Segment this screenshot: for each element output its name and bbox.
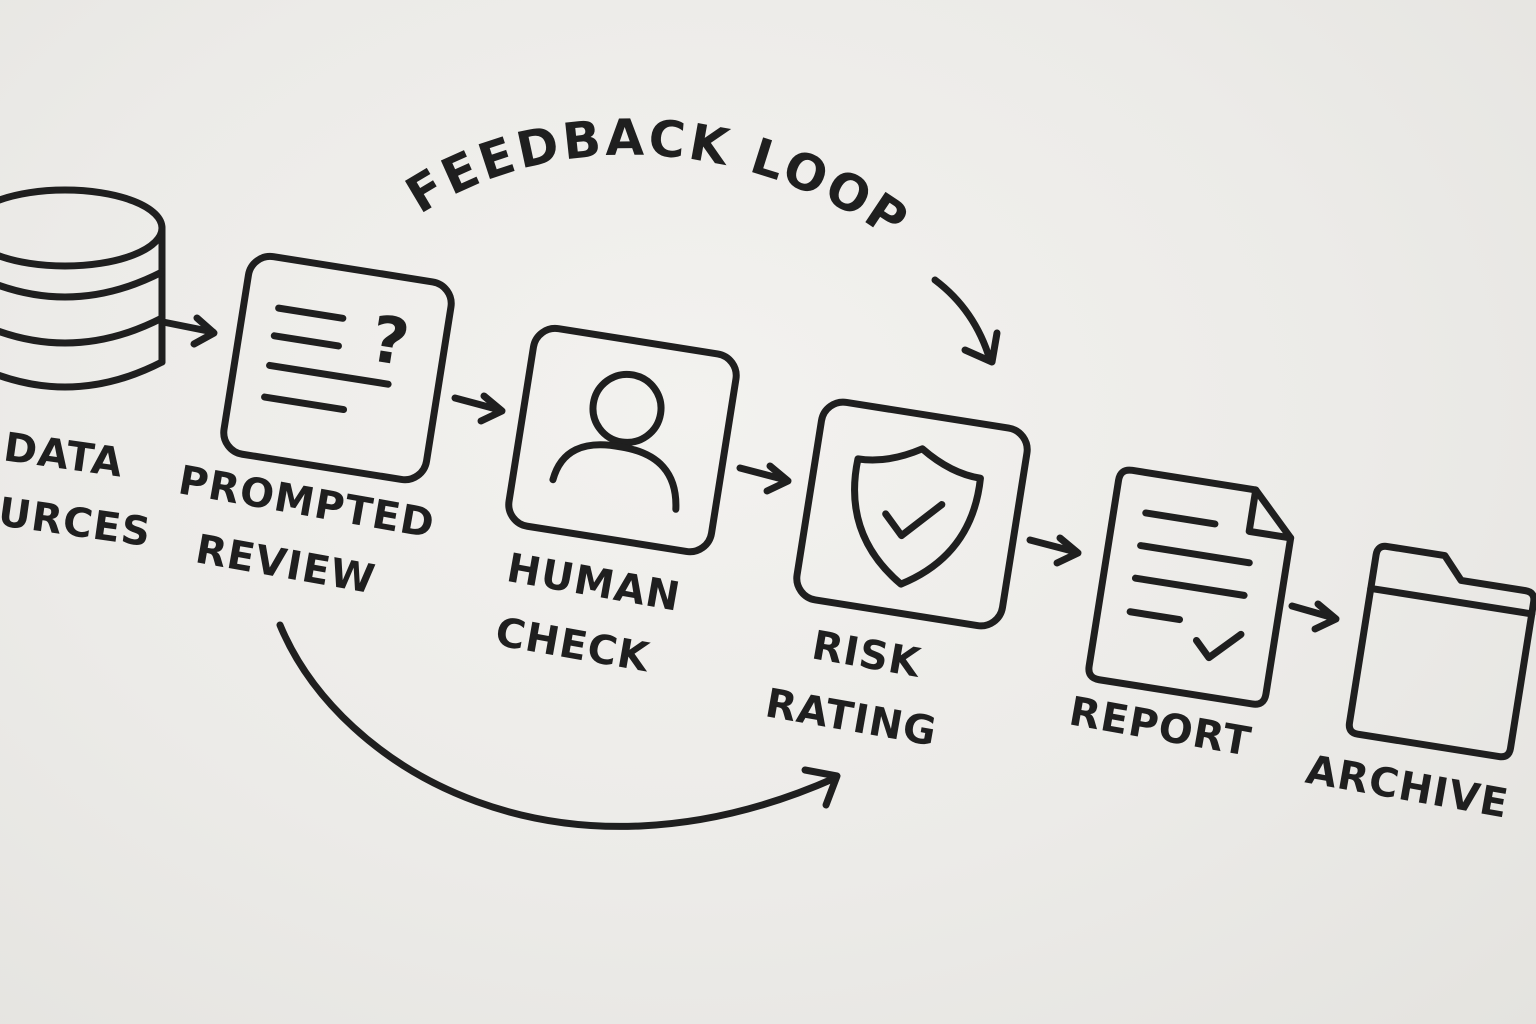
step-human-check-label-line1: HUMAN [503,545,684,621]
arrow-sources-to-review [159,314,218,348]
folder-icon [1345,542,1536,761]
database-icon [0,186,166,391]
step-risk-rating: RISK RATING [762,398,1031,756]
step-risk-rating-label-line2: RATING [762,680,940,755]
step-archive-label: ARCHIVE [1302,747,1512,828]
step-report: REPORT [1066,466,1295,766]
arrow-human-to-risk [736,462,792,495]
report-check-icon [1085,466,1295,708]
feedback-loop-title: FEEDBACK LOOP [396,109,920,252]
step-human-check-label-line2: CHECK [492,609,654,681]
step-prompted-review-label-line2: REVIEW [192,526,379,603]
step-data-sources: DATA SOURCES [0,186,166,556]
step-human-check: HUMAN CHECK [492,324,740,682]
feedback-loop-bottom-arrow [276,621,841,830]
step-archive: ARCHIVE [1302,542,1536,828]
step-prompted-review: ? PROMPTED REVIEW [175,252,455,603]
person-icon [549,370,680,513]
arrow-review-to-human [451,392,506,425]
step-data-sources-label-line2: SOURCES [0,480,154,556]
document-question-icon: ? [220,252,455,484]
arrow-report-to-archive [1288,600,1340,633]
step-data-sources-label-line1: DATA [1,425,126,487]
shield-check-icon-card [793,398,1031,630]
feedback-loop-top-arrow [931,276,1001,366]
shield-check-icon [851,445,984,588]
arrow-risk-to-report [1026,534,1082,567]
step-risk-rating-label-line1: RISK [809,623,926,687]
person-icon-card [505,324,740,556]
question-mark: ? [366,302,414,381]
